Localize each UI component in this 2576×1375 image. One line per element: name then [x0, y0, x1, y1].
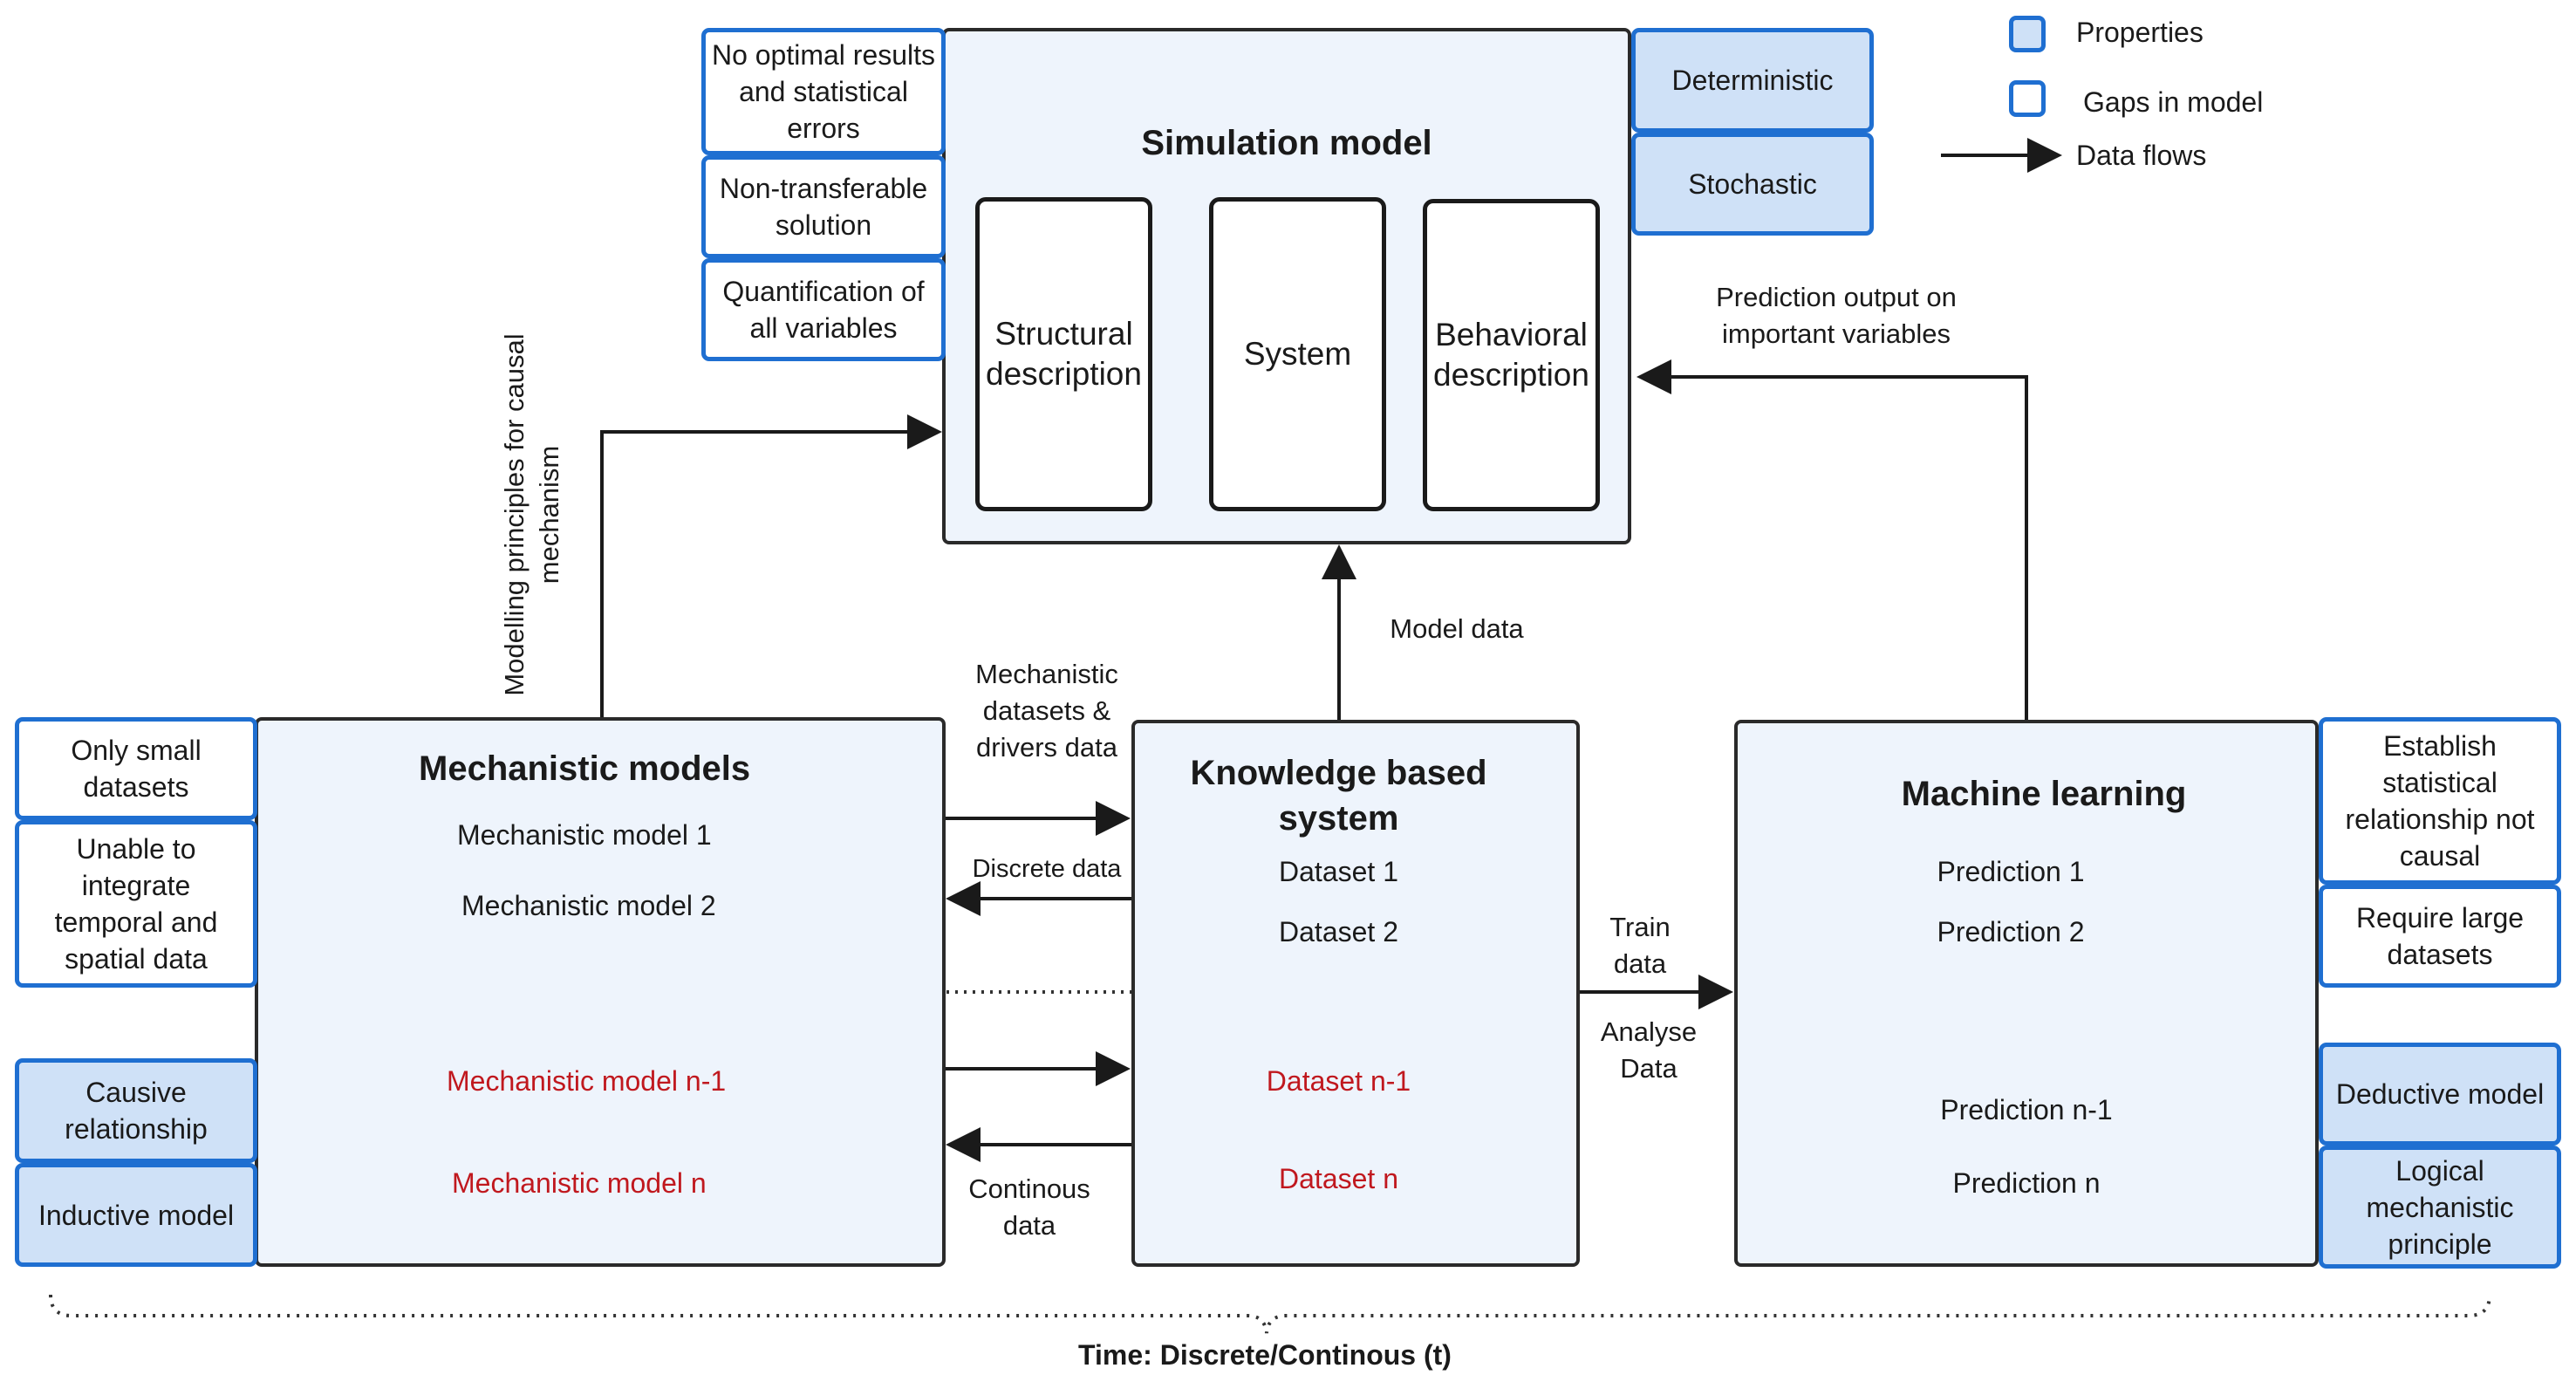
prediction-n: Prediction n	[1952, 1167, 2101, 1199]
arrow-ml-to-sim	[1636, 359, 2028, 720]
gap-only-small-datasets: Only small datasets	[15, 717, 257, 820]
behavioral-description-box: Behavioral description	[1423, 199, 1600, 511]
gap-unable-to-integrate: Unable to integrate temporal and spatial…	[15, 820, 257, 988]
gap-require-large-datasets: Require large datasets	[2319, 885, 2561, 988]
legend-properties-label: Properties	[2076, 17, 2204, 48]
property-deductive-model: Deductive model	[2319, 1043, 2561, 1146]
label-analyse-data: Analyse Data	[1600, 1016, 1698, 1084]
mechanistic-model-2: Mechanistic model 2	[461, 890, 716, 921]
simulation-model-title: Simulation model	[1141, 124, 1432, 162]
prediction-1: Prediction 1	[1937, 856, 2085, 887]
knowledge-based-system-box	[1131, 720, 1580, 1267]
gap-statistical-relationship: Establish statistical relationship not c…	[2319, 717, 2561, 885]
dataset-2: Dataset 2	[1279, 916, 1398, 947]
prediction-n-1: Prediction n-1	[1940, 1094, 2113, 1125]
label-mechanistic-datasets: Mechanistic datasets & drivers data	[975, 659, 1118, 763]
gap-no-optimal-results: No optimal results and statistical error…	[701, 28, 946, 155]
gap-non-transferable: Non-transferable solution	[701, 155, 946, 258]
label-train-data: Train data	[1609, 912, 1671, 979]
dataset-1: Dataset 1	[1279, 856, 1398, 887]
time-brace	[49, 1294, 2491, 1334]
machine-learning-box	[1734, 720, 2319, 1267]
legend-gaps-swatch	[2009, 80, 2046, 117]
label-continous-data: Continous data	[968, 1173, 1090, 1241]
dataset-n: Dataset n	[1279, 1163, 1398, 1194]
property-causive-relationship: Causive relationship	[15, 1058, 257, 1163]
property-stochastic: Stochastic	[1631, 133, 1874, 236]
prediction-2: Prediction 2	[1937, 916, 2085, 947]
property-inductive-model: Inductive model	[15, 1163, 257, 1267]
label-modelling-principles: Modelling principles for causal mechanis…	[499, 333, 564, 696]
mechanistic-model-1: Mechanistic model 1	[457, 819, 712, 851]
mechanistic-models-title: Mechanistic models	[419, 749, 751, 788]
label-prediction-output: Prediction output on important variables	[1716, 282, 1957, 349]
property-logical-mechanistic: Logical mechanistic principle	[2319, 1146, 2561, 1269]
label-model-data: Model data	[1390, 613, 1524, 644]
arrow-mech-to-sim	[600, 414, 942, 717]
property-deterministic: Deterministic	[1631, 28, 1874, 133]
time-label: Time: Discrete/Continous (t)	[1078, 1339, 1452, 1371]
structural-description-box: Structural description	[975, 197, 1152, 511]
machine-learning-title: Machine learning	[1901, 775, 2187, 813]
knowledge-based-system-title: Knowledge based system	[1190, 754, 1487, 838]
legend-properties-swatch	[2009, 16, 2046, 52]
dataset-n-1: Dataset n-1	[1266, 1065, 1411, 1097]
mechanistic-model-n-1: Mechanistic model n-1	[447, 1065, 727, 1097]
system-box: System	[1209, 197, 1386, 511]
mechanistic-model-n: Mechanistic model n	[452, 1167, 707, 1199]
legend-gaps-label: Gaps in model	[2083, 86, 2264, 118]
mechanistic-models-box	[255, 717, 946, 1267]
legend-flows-label: Data flows	[2076, 140, 2207, 171]
gap-quantification: Quantification of all variables	[701, 258, 946, 361]
label-discrete-data: Discrete data	[972, 855, 1122, 883]
